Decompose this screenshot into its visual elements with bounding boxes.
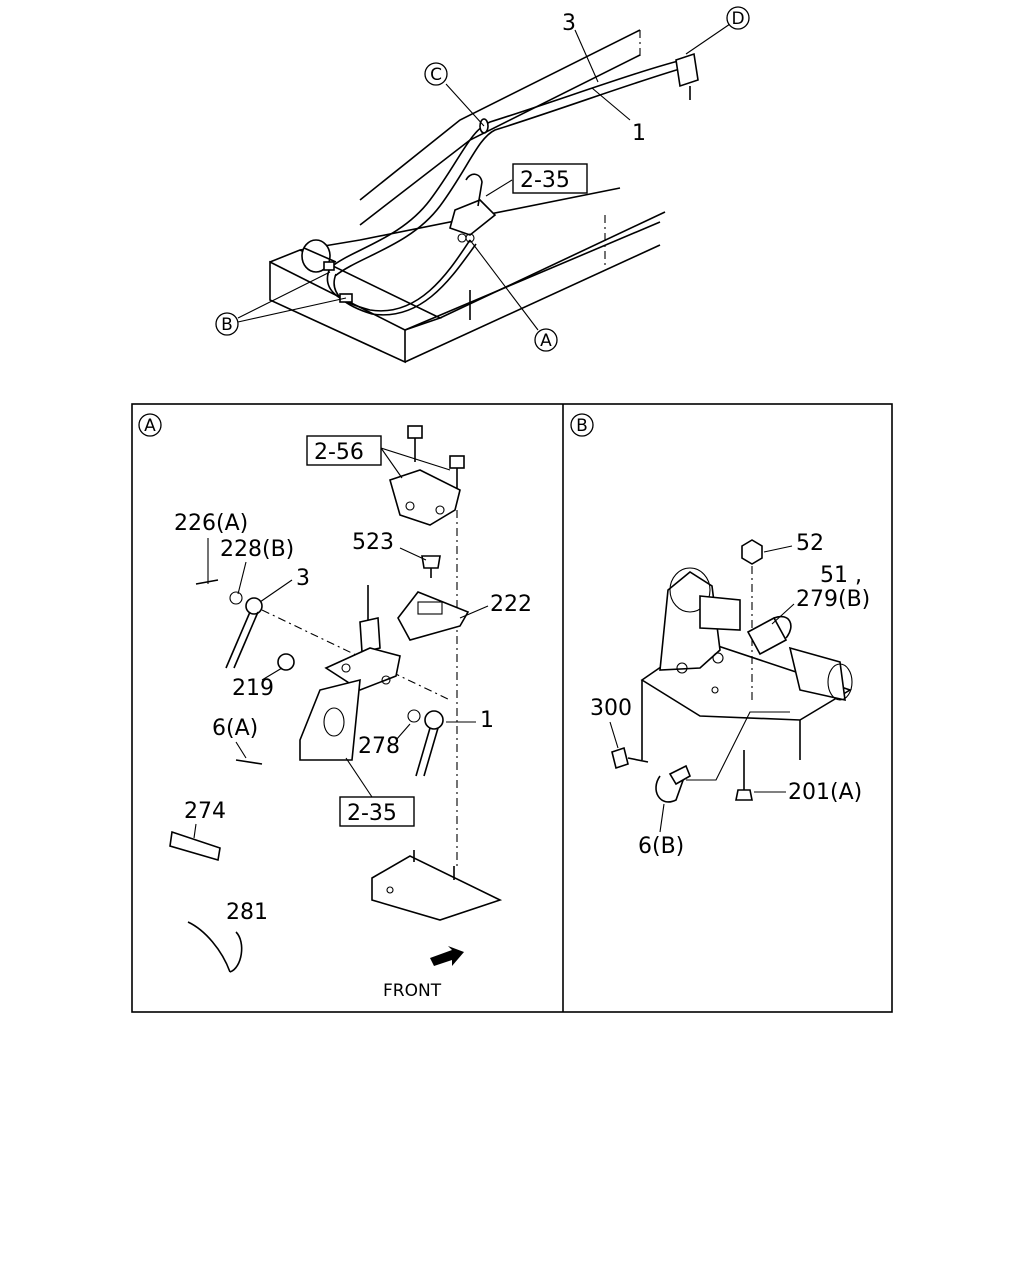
- label-part-6b: 6(B): [638, 834, 684, 859]
- label-part-52: 52: [796, 531, 824, 556]
- ref-2-35-overview-text: 2-35: [520, 168, 570, 193]
- svg-text:D: D: [731, 9, 744, 29]
- label-part-6a: 6(A): [212, 716, 258, 741]
- svg-text:B: B: [576, 416, 588, 436]
- detail-frame: [131, 403, 893, 1013]
- label-part-1-detail: 1: [480, 708, 494, 733]
- front-label: FRONT: [383, 981, 442, 1001]
- callout-d: [726, 6, 750, 30]
- panel-b-tag: [570, 413, 594, 437]
- callout-b: [215, 312, 239, 336]
- label-part-51: 51 ,: [820, 563, 862, 588]
- panel-a-top-bracket: [389, 425, 465, 870]
- ref-box-2-35-detail: [339, 796, 415, 827]
- ref-2-35-detail-text: 2-35: [347, 801, 397, 826]
- label-part-222: 222: [490, 592, 532, 617]
- ref-2-56-text: 2-56: [314, 440, 364, 465]
- label-part-278: 278: [358, 734, 400, 759]
- svg-text:A: A: [540, 331, 552, 351]
- front-arrow-icon: [430, 946, 464, 966]
- panel-b: B 52 51 , 279(B) 300: [570, 413, 870, 859]
- label-part-226a: 226(A): [174, 511, 248, 536]
- panel-a: A 2-56 523 222 226(A) 228(B): [138, 413, 532, 1001]
- overview-drawing: [237, 23, 731, 364]
- label-part-1-overview: 1: [632, 121, 646, 146]
- label-part-3-detail: 3: [296, 566, 310, 591]
- label-part-201a: 201(A): [788, 780, 862, 805]
- label-part-228b: 228(B): [220, 537, 294, 562]
- svg-text:C: C: [430, 65, 442, 85]
- svg-text:B: B: [221, 315, 233, 335]
- panel-a-tag: [138, 413, 162, 437]
- label-part-279b: 279(B): [796, 587, 870, 612]
- label-part-3-overview: 3: [562, 11, 576, 36]
- label-part-300: 300: [590, 696, 632, 721]
- label-part-219: 219: [232, 676, 274, 701]
- ref-box-2-35-overview: [512, 163, 588, 194]
- overview-labels: 3 1 2-35 D C B A: [215, 6, 750, 352]
- label-part-523: 523: [352, 530, 394, 555]
- svg-text:A: A: [144, 416, 156, 436]
- label-part-281: 281: [226, 900, 268, 925]
- panel-a-shifter: [299, 585, 401, 761]
- callout-a: [534, 328, 558, 352]
- callout-c: [424, 62, 448, 86]
- label-part-274: 274: [184, 799, 226, 824]
- panel-b-bracket: [640, 567, 853, 760]
- ref-box-2-56: [306, 435, 382, 466]
